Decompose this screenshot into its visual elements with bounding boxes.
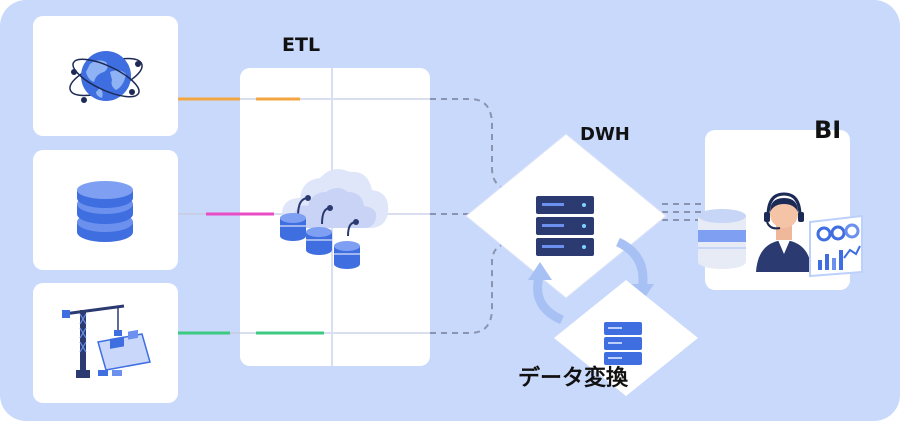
etl-db-3: [334, 241, 360, 269]
etl-label: ETL: [282, 34, 321, 56]
server-rack-icon: [536, 196, 594, 256]
cloud-database-icon: [280, 169, 389, 269]
analyst-headset-icon: [756, 192, 812, 272]
construction-crane-icon: [62, 304, 151, 378]
dashboard-chart-icon: [809, 214, 863, 278]
bi-database-icon: [698, 209, 746, 269]
bi-label: BI: [814, 116, 842, 144]
transform-server-icon: [604, 322, 642, 365]
dwh-diamond: [465, 133, 667, 299]
etl-db-1: [280, 213, 306, 241]
database-icon: [77, 181, 133, 242]
etl-to-dwh-bottom-line: [430, 243, 505, 334]
etl-db-2: [306, 227, 332, 255]
etl-to-dwh-top-line: [430, 98, 509, 191]
data-transform-label: データ変換: [518, 366, 629, 391]
dwh-label: DWH: [580, 124, 630, 145]
globe-icon: [69, 51, 143, 103]
